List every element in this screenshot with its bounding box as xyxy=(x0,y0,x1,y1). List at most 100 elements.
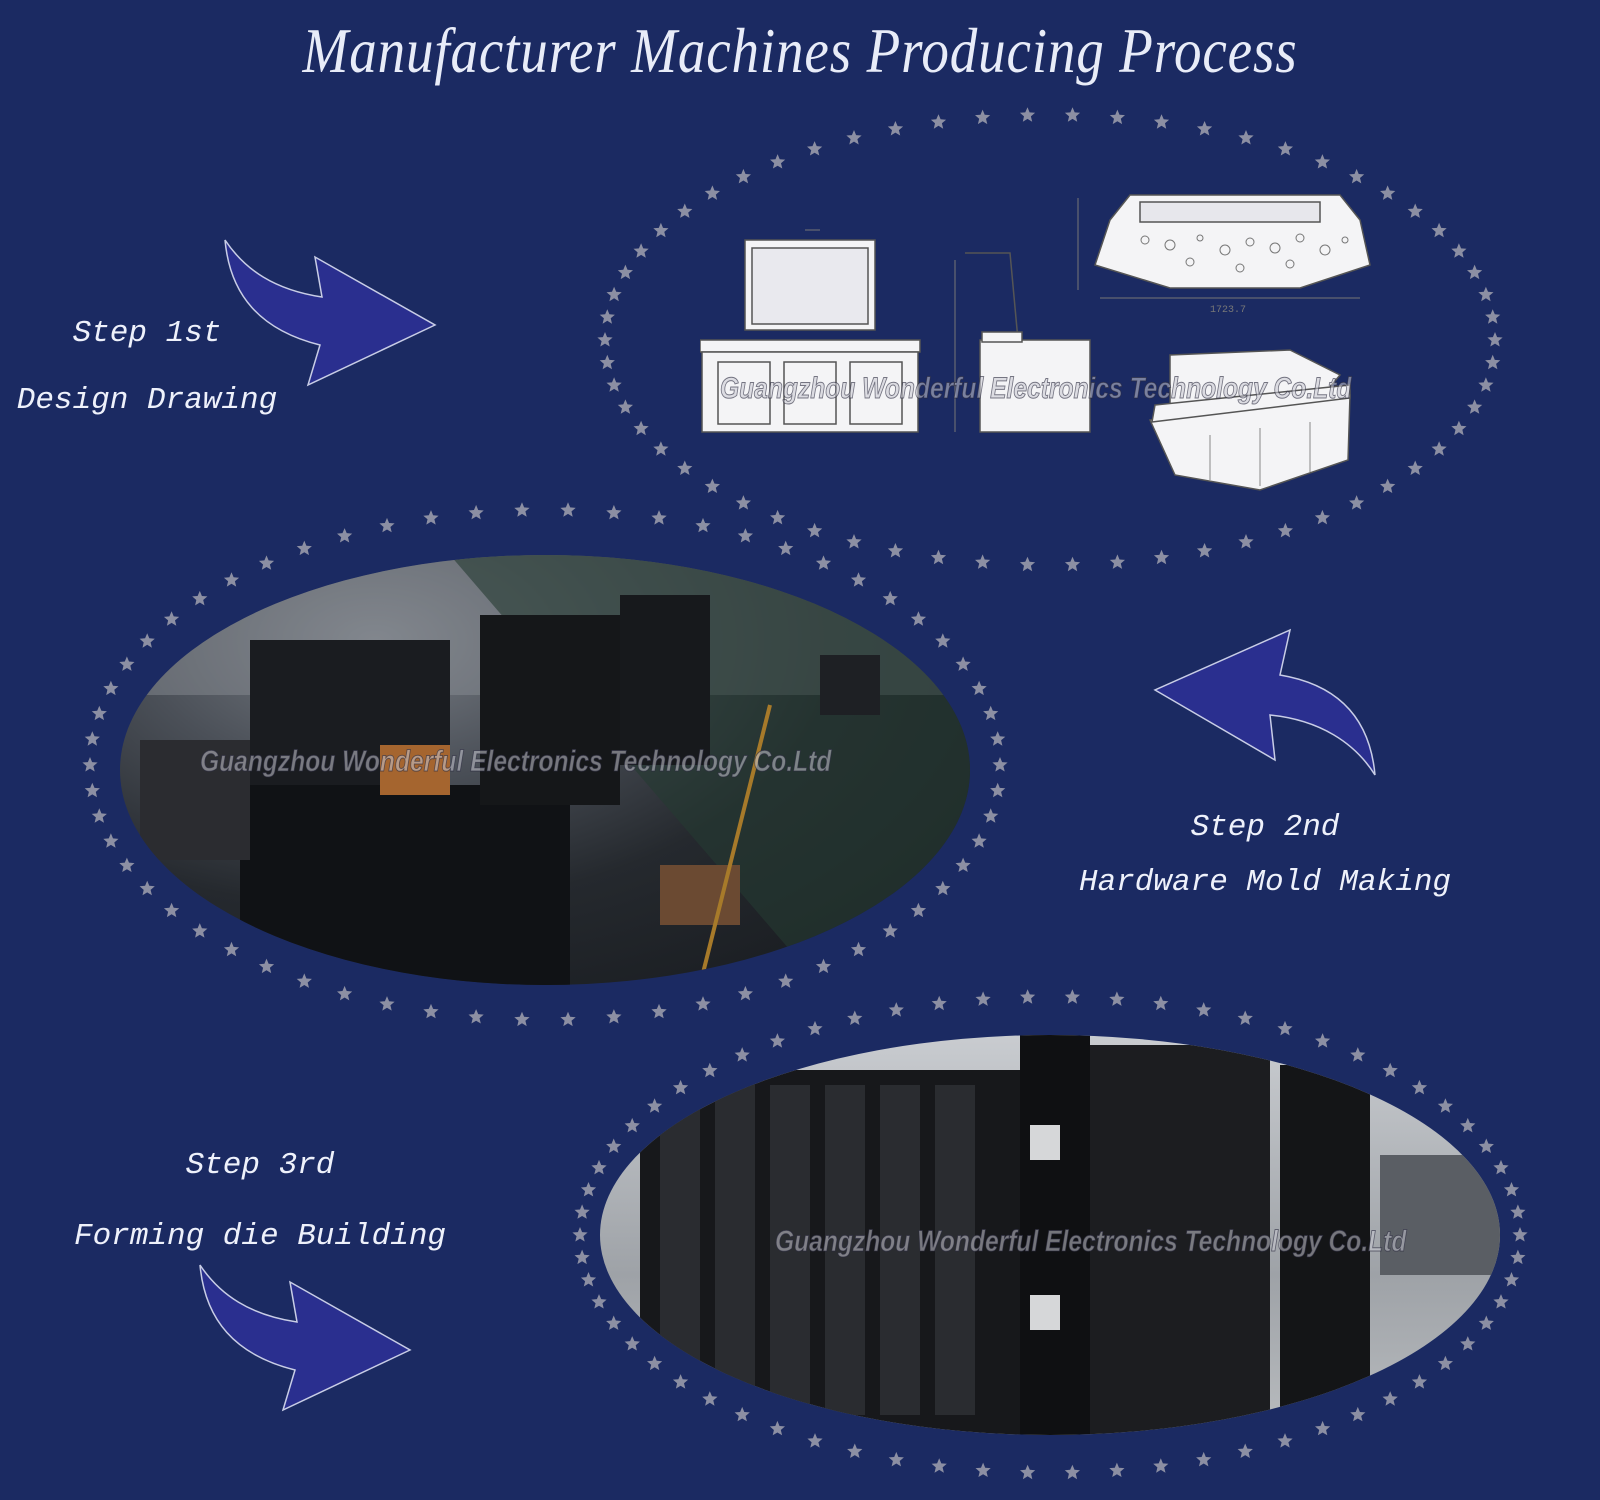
star-decoration xyxy=(599,354,615,370)
forming-die-photo: Guangzhou Wonderful Electronics Technolo… xyxy=(600,1035,1500,1435)
star-decoration xyxy=(337,985,353,1001)
star-decoration xyxy=(704,478,720,493)
star-decoration xyxy=(1019,556,1036,572)
curved-arrow-right-icon xyxy=(199,1264,412,1412)
star-decoration xyxy=(651,510,667,525)
star-decoration xyxy=(1478,377,1494,392)
star-decoration xyxy=(1109,554,1125,569)
star-decoration xyxy=(624,1117,640,1133)
star-decoration xyxy=(1431,441,1447,456)
step-1-number: Step 1st xyxy=(72,316,222,351)
star-decoration xyxy=(846,534,862,549)
star-decoration xyxy=(1109,1462,1125,1477)
star-decoration xyxy=(84,731,100,746)
watermark-text: Guangzhou Wonderful Electronics Technolo… xyxy=(720,372,1352,406)
star-decoration xyxy=(807,1433,823,1448)
star-decoration xyxy=(1277,141,1293,156)
star-decoration xyxy=(580,1272,597,1287)
star-decoration xyxy=(1064,107,1081,122)
star-decoration xyxy=(677,203,693,218)
star-decoration xyxy=(223,941,240,957)
star-decoration xyxy=(931,995,947,1011)
star-decoration xyxy=(597,332,613,347)
star-decoration xyxy=(514,502,530,517)
star-decoration xyxy=(737,985,753,1001)
star-decoration xyxy=(423,510,439,525)
star-decoration xyxy=(139,880,155,896)
star-decoration xyxy=(1314,509,1330,525)
star-decoration xyxy=(1349,495,1365,510)
star-decoration xyxy=(591,1294,607,1309)
star-decoration xyxy=(1407,203,1423,218)
star-decoration xyxy=(888,1451,904,1467)
star-decoration xyxy=(1485,354,1501,370)
star-decoration xyxy=(1411,1079,1428,1095)
star-decoration xyxy=(1510,1204,1526,1219)
star-decoration xyxy=(653,222,669,238)
star-decoration xyxy=(560,1011,576,1027)
star-decoration xyxy=(983,705,999,721)
star-decoration xyxy=(1512,1227,1528,1242)
star-decoration xyxy=(975,991,991,1006)
star-decoration xyxy=(1196,1002,1212,1017)
star-decoration xyxy=(119,656,135,671)
curved-arrow-left-icon xyxy=(1153,628,1376,776)
star-decoration xyxy=(606,377,622,392)
star-decoration xyxy=(1467,264,1483,280)
star-decoration xyxy=(734,1047,750,1062)
star-decoration xyxy=(770,154,786,169)
star-decoration xyxy=(888,1002,904,1017)
star-decoration xyxy=(606,1009,622,1024)
star-decoration xyxy=(1109,109,1125,125)
star-decoration xyxy=(163,902,180,918)
watermark-text: Guangzhou Wonderful Electronics Technolo… xyxy=(775,1225,1407,1259)
star-decoration xyxy=(591,1159,607,1175)
star-decoration xyxy=(103,680,119,696)
star-decoration xyxy=(695,996,711,1011)
star-decoration xyxy=(695,517,711,533)
star-decoration xyxy=(606,1138,622,1153)
step-3-label: Forming die Building xyxy=(73,1219,447,1254)
star-decoration xyxy=(1503,1182,1520,1197)
star-decoration xyxy=(617,399,633,414)
star-decoration xyxy=(468,504,484,520)
star-decoration xyxy=(1349,168,1365,184)
star-decoration xyxy=(1064,1464,1080,1480)
step-2-text: Step 2nd Hardware Mold Making xyxy=(1070,812,1460,898)
star-decoration xyxy=(1451,243,1467,258)
star-decoration xyxy=(769,1033,785,1048)
star-decoration xyxy=(91,808,107,823)
star-decoration xyxy=(975,1462,991,1477)
star-decoration xyxy=(1277,1433,1293,1448)
star-decoration xyxy=(1109,991,1125,1006)
star-decoration xyxy=(1460,1117,1476,1133)
star-decoration xyxy=(633,420,649,436)
star-decoration xyxy=(1153,1458,1169,1473)
star-decoration xyxy=(1238,534,1254,549)
star-decoration xyxy=(653,441,669,456)
star-decoration xyxy=(807,141,823,156)
step-1-label: Design Drawing xyxy=(16,383,278,418)
star-decoration xyxy=(887,543,904,558)
star-decoration xyxy=(103,833,119,848)
star-decoration xyxy=(337,528,353,543)
star-decoration xyxy=(1382,1062,1398,1078)
star-decoration xyxy=(704,185,720,200)
star-decoration xyxy=(1196,1451,1212,1467)
star-decoration xyxy=(847,1443,863,1458)
step-2-number: Step 2nd xyxy=(1190,810,1340,845)
star-decoration xyxy=(983,808,999,823)
star-decoration xyxy=(599,309,615,324)
star-decoration xyxy=(223,572,240,587)
star-decoration xyxy=(1153,114,1170,129)
star-decoration xyxy=(1487,332,1503,347)
star-decoration xyxy=(770,509,786,525)
star-decoration xyxy=(651,1003,667,1019)
drawing-dimension: 1723.7 xyxy=(1210,305,1246,316)
star-decoration xyxy=(778,540,794,556)
star-decoration xyxy=(560,502,576,517)
star-decoration xyxy=(1020,1464,1036,1480)
star-decoration xyxy=(119,857,135,872)
star-decoration xyxy=(1437,1355,1453,1371)
star-decoration xyxy=(574,1249,590,1265)
